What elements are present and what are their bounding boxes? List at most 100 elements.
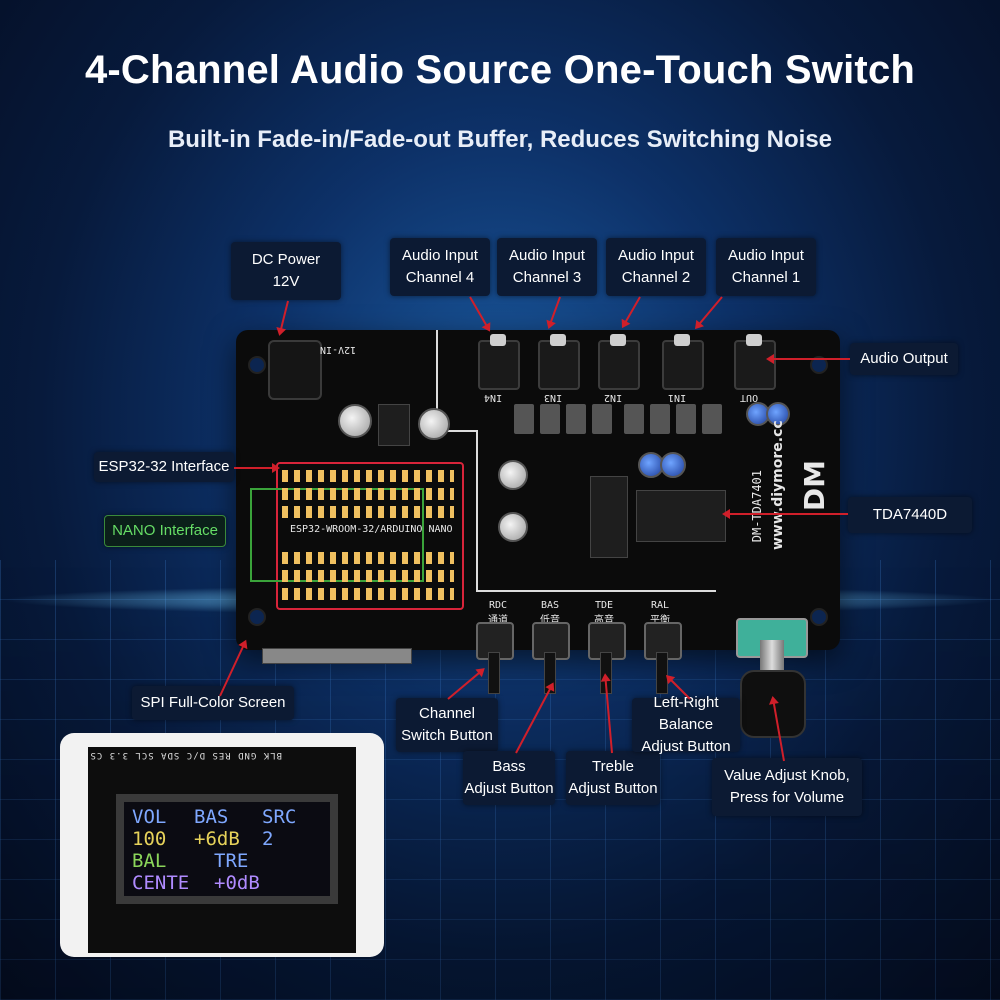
silk-line [436,430,476,432]
button-cn-label: 通道 [488,615,508,626]
screen-value: +6dB [194,828,240,850]
page-title: 4-Channel Audio Source One-Touch Switch [84,48,916,92]
capacitor [338,404,372,438]
callout-audio-input-1: Audio Input Channel 1 [716,238,816,296]
component [676,404,696,434]
jack-label: IN3 [544,392,563,403]
jack-label: IN1 [668,392,687,403]
callout-audio-output: Audio Output [850,343,958,375]
board-brand-logo: DM [798,460,831,512]
mount-hole [248,608,266,626]
button-code-label: RDC [488,600,508,611]
pointer-arrow [548,296,561,328]
screen-value: TRE [214,850,249,872]
button-code-label: BAS [540,600,560,611]
callout-nano-interface: NANO Interface [104,515,226,547]
page-subtitle: Built-in Fade-in/Fade-out Buffer, Reduce… [167,126,833,153]
callout-audio-input-2: Audio Input Channel 2 [606,238,706,296]
capacitor [660,452,686,478]
component [592,404,612,434]
capacitor [498,460,528,490]
component [540,404,560,434]
tda7440d-chip [636,490,726,542]
silk-line [436,330,438,430]
pointer-arrow [469,296,490,331]
component [514,404,534,434]
pointer-arrow [234,463,280,473]
silk-line [476,590,716,592]
dc-power-jack [268,340,322,400]
screen-value: BAS [194,806,229,828]
callout-dc-power: DC Power 12V [231,242,341,300]
nano-interface-frame [250,488,424,582]
jack-label: IN2 [604,392,623,403]
callout-audio-input-3: Audio Input Channel 3 [497,238,597,296]
mount-hole [810,608,828,626]
screen-row: VOL BAS SRC [132,806,322,828]
esp32-interface-frame [276,462,464,610]
callout-spi-screen: SPI Full-Color Screen [132,686,294,720]
screen-connector [262,648,412,664]
regulator-chip [378,404,410,446]
jack-label: IN4 [484,392,503,403]
audio-input-jack-4 [478,334,520,390]
pin-row [282,488,454,500]
callout-value-knob: Value Adjust Knob, Press for Volume [712,758,862,816]
screen-row: 100 +6dB 2 [132,828,322,850]
component [624,404,644,434]
mount-hole [248,356,266,374]
audio-input-jack-3 [538,334,580,390]
button-code-label: TDE [594,600,614,611]
power-silk-label: 12V-IN [320,344,357,355]
screen-pin-labels: BLK GND RES D/C SDA SCL 3.3 CS [89,750,282,760]
component [590,476,628,558]
balance-adjust-button[interactable] [644,622,682,660]
pointer-arrow [768,358,850,360]
button-stem [488,652,500,694]
screen-value: CENTE [132,872,190,894]
screen-value: 2 [262,828,274,850]
callout-audio-input-4: Audio Input Channel 4 [390,238,490,296]
screen-value: 100 [132,828,167,850]
pointer-arrow [724,513,848,515]
screen-row: CENTE +0dB [132,872,322,894]
pointer-arrow [695,296,723,329]
pointer-arrow [622,296,641,327]
callout-treble-button: Treble Adjust Button [566,751,660,805]
callout-esp32-interface: ESP32-32 Interface [94,452,234,482]
button-cn-label: 平衡 [650,615,670,626]
capacitor [498,512,528,542]
component [650,404,670,434]
screen-value: SRC [262,806,297,828]
audio-output-jack [734,334,776,390]
button-cn-label: 低音 [540,615,560,626]
capacitor [638,452,664,478]
callout-bass-button: Bass Adjust Button [463,751,555,805]
button-code-label: RAL [650,600,670,611]
audio-input-jack-2 [598,334,640,390]
header-silk-label: ESP32-WROOM-32/ARDUINO NANO [290,524,453,535]
screen-value: +0dB [214,872,260,894]
capacitor [766,402,790,426]
pin-row [282,588,454,600]
callout-channel-switch-button: Channel Switch Button [396,698,498,752]
button-cn-label: 高音 [594,615,614,626]
pin-row [282,552,454,564]
callout-balance-button: Left-Right Balance Adjust Button [632,694,740,755]
pin-row [282,570,454,582]
bass-adjust-button[interactable] [532,622,570,660]
component [702,404,722,434]
mount-hole [810,356,828,374]
capacitor [418,408,450,440]
component [566,404,586,434]
pin-row [282,470,454,482]
audio-input-jack-1 [662,334,704,390]
screen-value: VOL [132,806,167,828]
screen-row: BAL TRE [132,850,322,872]
callout-tda7440d: TDA7440D [848,497,972,533]
pin-row [282,506,454,518]
board-model: DM-TDA7401 [750,470,764,543]
screen-value: BAL [132,850,167,872]
